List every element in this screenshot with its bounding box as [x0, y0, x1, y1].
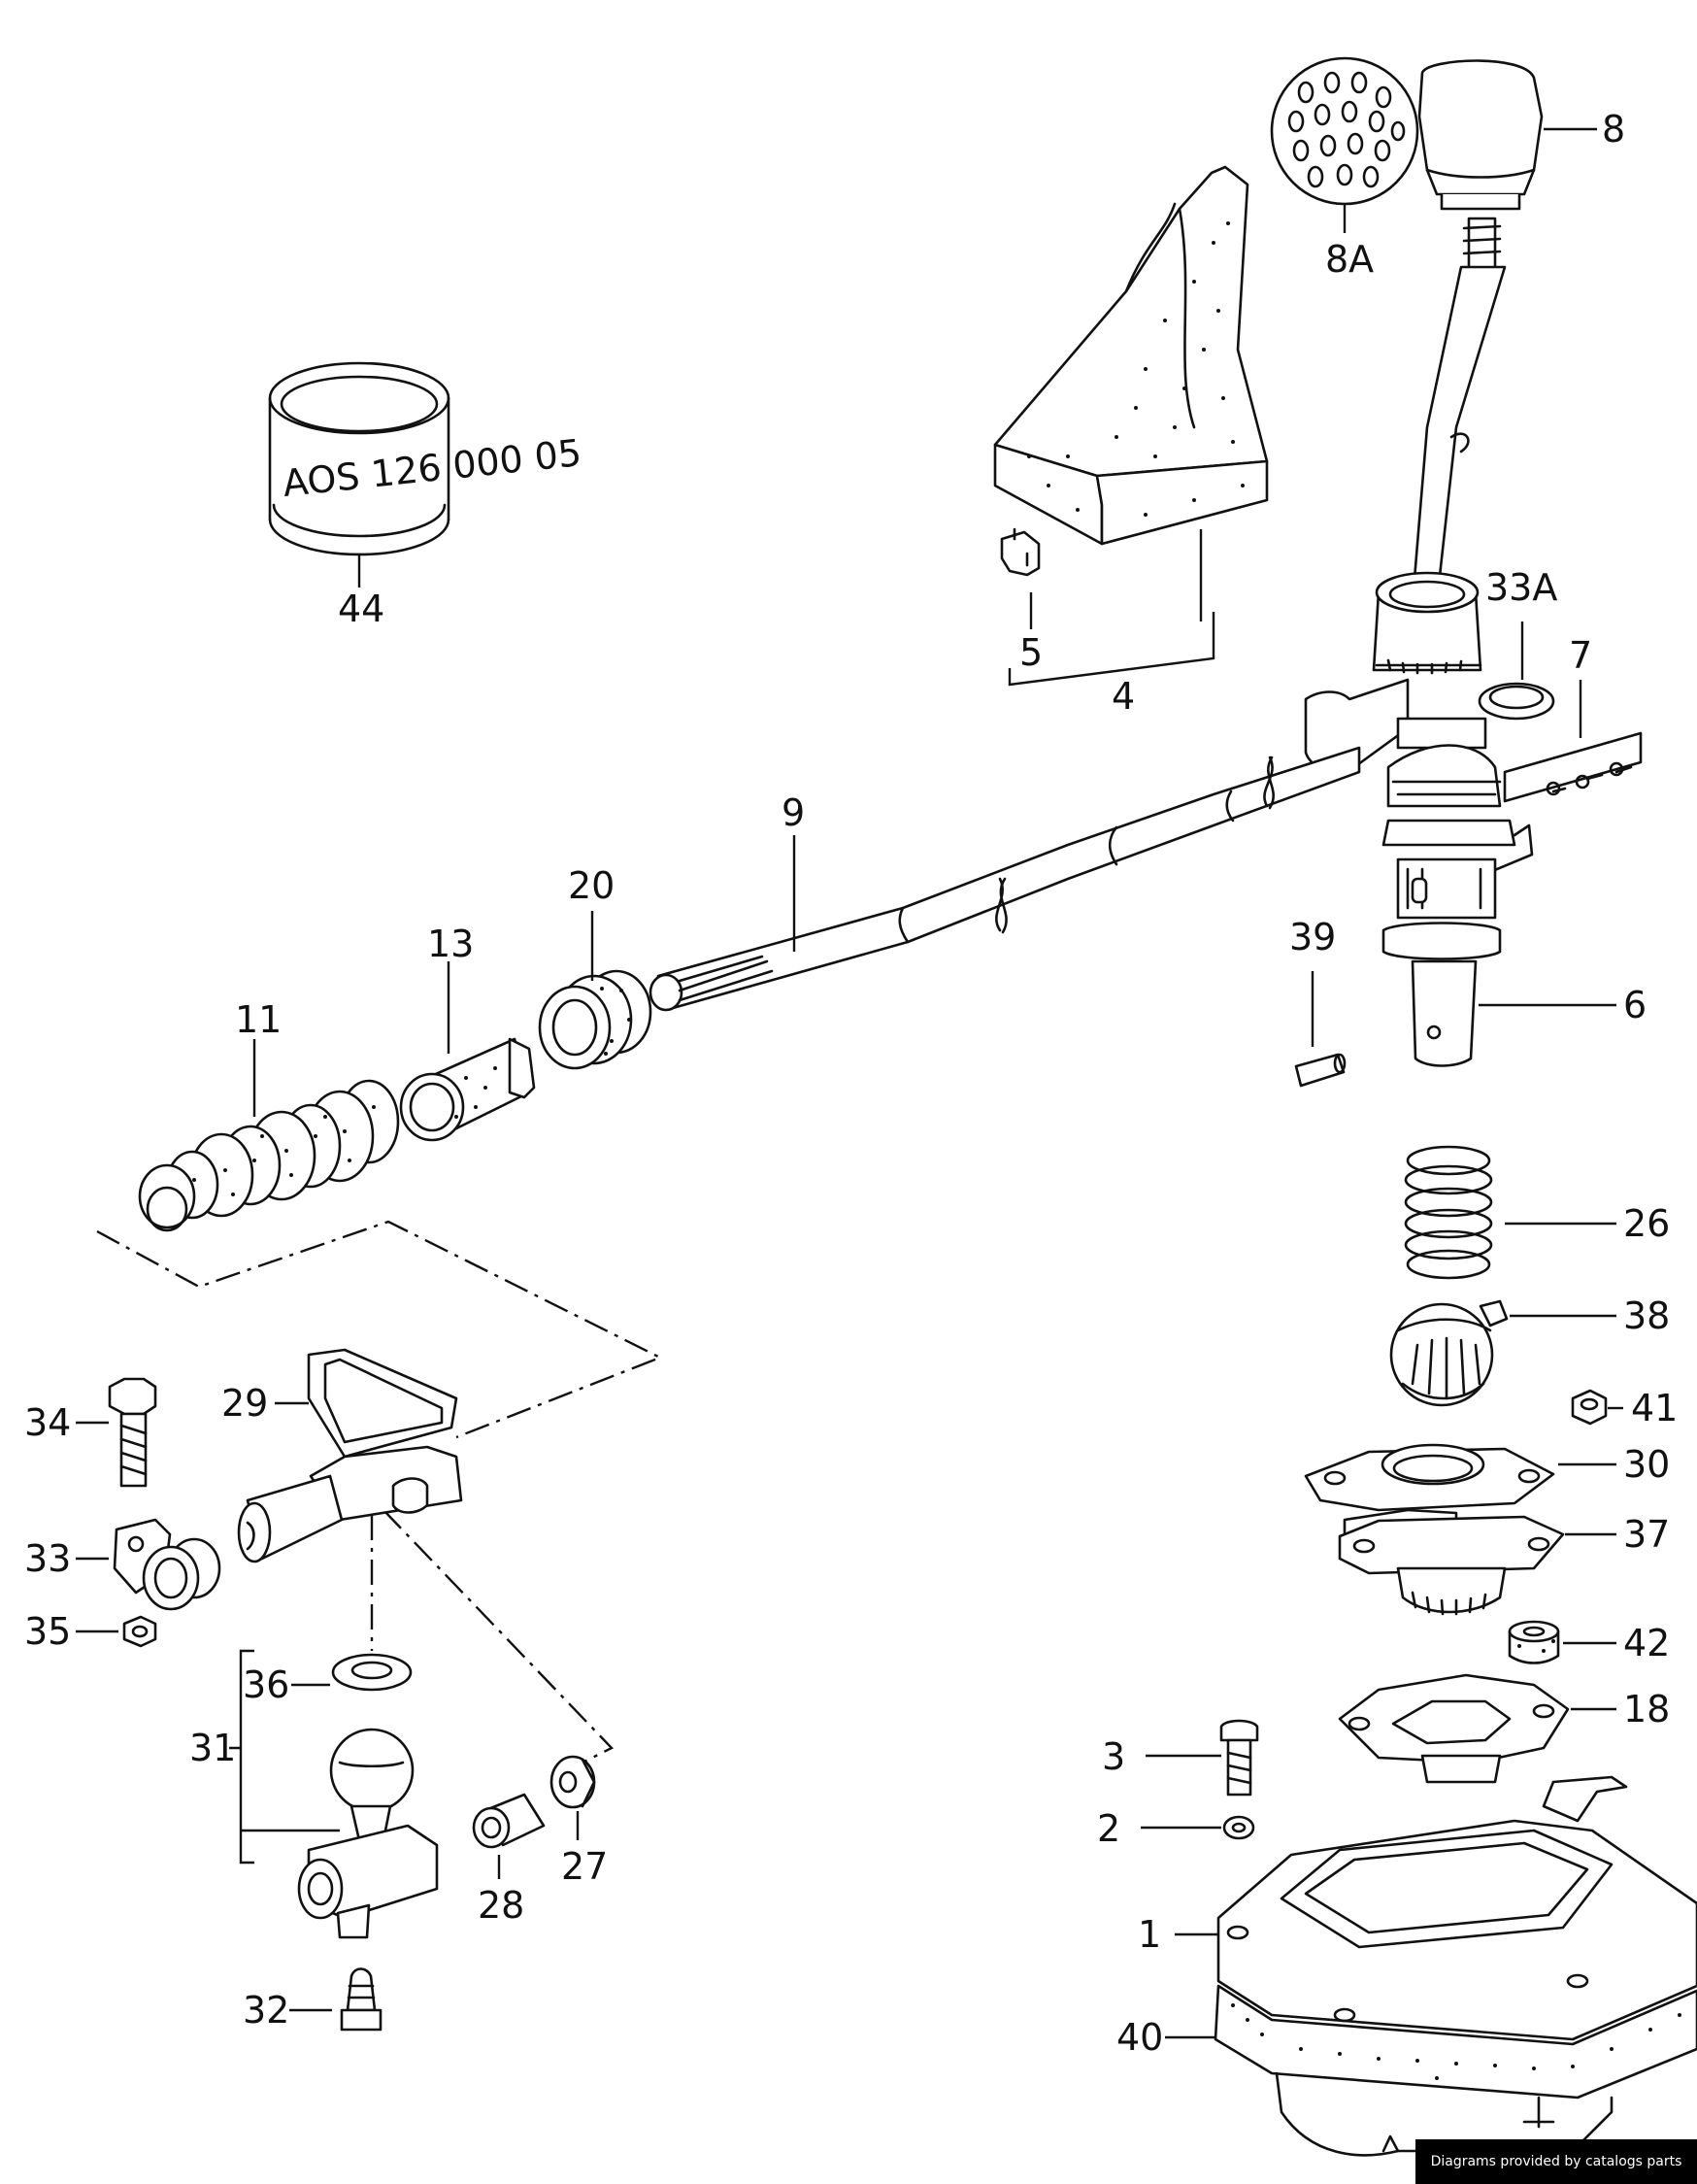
part-5-clip	[1000, 527, 1041, 577]
label-29: 29	[221, 1382, 268, 1425]
part-32-plug	[340, 1967, 383, 2032]
part-33-clamp	[113, 1518, 221, 1611]
label-27: 27	[561, 1845, 608, 1888]
part-4-shift-boot	[993, 165, 1269, 546]
label-31: 31	[189, 1727, 236, 1769]
label-36: 36	[243, 1663, 289, 1706]
part-6-shift-lever	[1304, 217, 1534, 1067]
label-42: 42	[1623, 1622, 1670, 1664]
part-39-pin	[1294, 1053, 1347, 1088]
label-8: 8	[1602, 108, 1625, 151]
part-11-bellows	[138, 1079, 400, 1232]
part-2-washer	[1222, 1815, 1255, 1840]
label-20: 20	[568, 864, 615, 907]
label-37: 37	[1623, 1513, 1670, 1556]
label-11: 11	[235, 998, 282, 1041]
part-27-washer	[549, 1755, 596, 1809]
label-8a: 8A	[1325, 238, 1374, 281]
label-28: 28	[478, 1884, 524, 1927]
label-35: 35	[24, 1610, 71, 1653]
label-4: 4	[1112, 675, 1135, 718]
part-18-gasket	[1338, 1673, 1570, 1784]
label-38: 38	[1623, 1294, 1670, 1337]
part-30-bearing-flange	[1304, 1443, 1555, 1512]
label-33a: 33A	[1485, 566, 1557, 609]
part-34-bolt	[108, 1377, 157, 1488]
label-3: 3	[1102, 1735, 1125, 1778]
part-36-washer	[331, 1653, 413, 1692]
ring-marking-text: AOS 126 000 05	[281, 431, 583, 505]
part-8-knob	[1417, 59, 1544, 211]
part-35-nut	[122, 1615, 157, 1648]
part-7-plate	[1503, 731, 1643, 803]
label-40: 40	[1116, 2016, 1163, 2059]
label-44: 44	[338, 588, 384, 630]
label-32: 32	[243, 1989, 289, 2032]
part-38-ball-cage	[1389, 1299, 1509, 1407]
label-34: 34	[24, 1401, 71, 1444]
part-3-screw	[1219, 1719, 1259, 1797]
part-31-selector-arm	[297, 1728, 439, 1939]
label-13: 13	[427, 923, 474, 965]
part-40-gasket	[1214, 1984, 1697, 2157]
part-41-nut	[1571, 1389, 1608, 1426]
label-6: 6	[1623, 984, 1647, 1026]
label-2: 2	[1097, 1807, 1120, 1850]
label-7: 7	[1569, 634, 1592, 677]
part-33a-ring-clip	[1478, 682, 1555, 721]
label-39: 39	[1289, 916, 1336, 958]
part-8a-ball-knob	[1270, 56, 1419, 206]
label-26: 26	[1623, 1202, 1670, 1245]
part-44-ring: AOS 126 000 05	[268, 361, 583, 556]
part-37-lower-housing	[1338, 1508, 1565, 1616]
part-26-spring	[1404, 1145, 1493, 1280]
label-5: 5	[1019, 631, 1043, 674]
part-1-base-housing	[1216, 1775, 1697, 2041]
part-20-bush	[538, 969, 652, 1070]
part-13-sleeve	[399, 1037, 536, 1142]
part-29-selector-housing	[237, 1348, 463, 1563]
part-42-bush	[1508, 1620, 1560, 1664]
part-9-shift-rod	[649, 746, 1361, 1012]
label-30: 30	[1623, 1443, 1670, 1486]
label-33: 33	[24, 1537, 71, 1580]
label-9: 9	[782, 791, 805, 834]
label-41: 41	[1631, 1387, 1678, 1429]
label-1: 1	[1138, 1913, 1161, 1956]
credit-badge: Diagrams provided by catalogs parts	[1415, 2139, 1697, 2184]
part-28-bushing	[472, 1793, 546, 1849]
label-18: 18	[1623, 1688, 1670, 1730]
